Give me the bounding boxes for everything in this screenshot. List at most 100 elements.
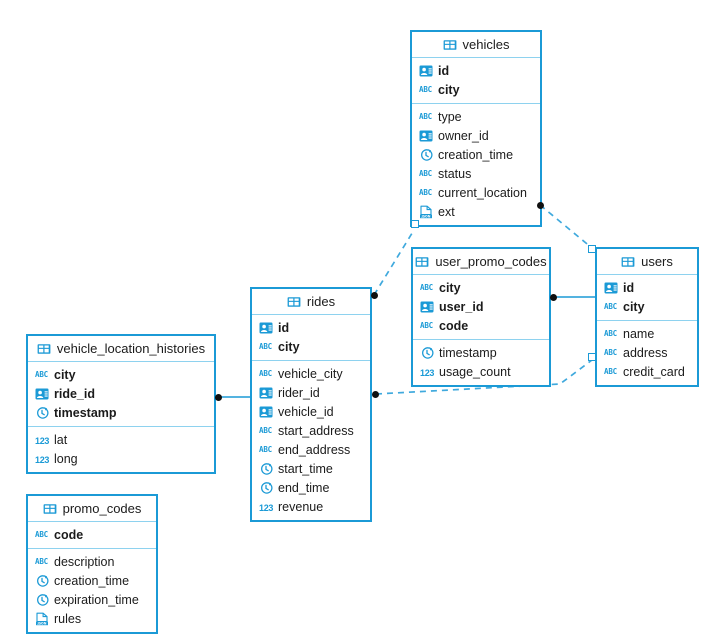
id-card-icon (259, 321, 273, 335)
entity-header-rides[interactable]: rides (252, 289, 370, 315)
field-label: vehicle_city (278, 366, 343, 381)
clock-icon (420, 346, 434, 360)
abc-icon: ABC (259, 444, 272, 454)
field-label: rider_id (278, 385, 320, 400)
field-row[interactable]: end_time (252, 478, 370, 497)
field-label: address (623, 345, 668, 360)
field-row[interactable]: rider_id (252, 383, 370, 402)
entity-title: vehicles (462, 37, 510, 52)
clock-icon (35, 593, 49, 607)
clock-icon (35, 406, 49, 420)
abc-icon: ABC (420, 282, 433, 292)
field-row[interactable]: JSON ext (412, 202, 540, 221)
abc-icon: ABC (419, 84, 432, 94)
entity-header-vehicles[interactable]: vehicles (412, 32, 540, 58)
field-row[interactable]: start_time (252, 459, 370, 478)
field-label: creation_time (438, 147, 514, 162)
table-icon (287, 295, 301, 309)
field-label: type (438, 109, 462, 124)
field-label: owner_id (438, 128, 489, 143)
entity-header-user_promo_codes[interactable]: user_promo_codes (413, 249, 549, 275)
field-row[interactable]: ride_id (28, 384, 214, 403)
field-label: revenue (278, 499, 324, 514)
id-card-icon (604, 281, 618, 295)
abc-icon: ABC (259, 425, 272, 435)
field-row[interactable]: ABC end_address (252, 440, 370, 459)
edge-target-square-rides-to-vehicles (411, 220, 419, 228)
field-row[interactable]: creation_time (412, 145, 540, 164)
field-row[interactable]: owner_id (412, 126, 540, 145)
field-row[interactable]: id (412, 61, 540, 80)
edge-source-dot-user-promo-codes-to-users (550, 294, 557, 301)
field-row[interactable]: timestamp (413, 343, 549, 362)
field-row[interactable]: vehicle_id (252, 402, 370, 421)
entity-header-promo_codes[interactable]: promo_codes (28, 496, 156, 522)
json-icon: JSON (419, 205, 433, 219)
entity-title: promo_codes (62, 501, 142, 516)
field-label: long (54, 451, 78, 466)
field-label: start_address (278, 423, 354, 438)
field-row[interactable]: creation_time (28, 571, 156, 590)
entity-header-users[interactable]: users (597, 249, 697, 275)
svg-text:JSON: JSON (421, 214, 431, 218)
field-row[interactable]: expiration_time (28, 590, 156, 609)
clock-icon (35, 574, 49, 588)
field-row[interactable]: ABC start_address (252, 421, 370, 440)
field-row[interactable]: timestamp (28, 403, 214, 422)
field-label: name (623, 326, 655, 341)
field-row[interactable]: user_id (413, 297, 549, 316)
field-label: id (623, 280, 635, 295)
field-label: status (438, 166, 472, 181)
entity-header-vehicle_location_histories[interactable]: vehicle_location_histories (28, 336, 214, 362)
field-label: user_id (439, 299, 484, 314)
field-row[interactable]: id (597, 278, 697, 297)
field-label: ext (438, 204, 455, 219)
field-label: end_address (278, 442, 351, 457)
field-label: timestamp (54, 405, 117, 420)
id-card-icon (420, 300, 434, 314)
field-label: code (439, 318, 469, 333)
abc-icon: ABC (419, 187, 432, 197)
abc-icon: ABC (604, 366, 617, 376)
abc-icon: ABC (604, 347, 617, 357)
id-card-icon (259, 405, 273, 419)
field-label: start_time (278, 461, 333, 476)
field-label: ride_id (54, 386, 95, 401)
clock-icon (419, 148, 433, 162)
field-row[interactable]: id (252, 318, 370, 337)
abc-icon: ABC (259, 341, 272, 351)
field-row[interactable]: ABC address (597, 343, 697, 362)
